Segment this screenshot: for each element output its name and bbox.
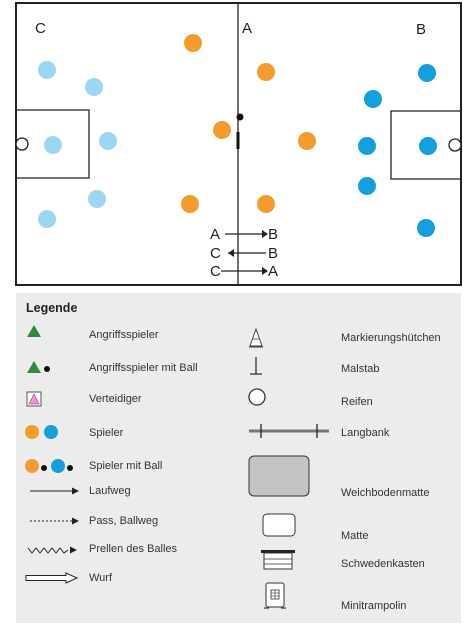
legend-title: Legende <box>26 301 78 315</box>
player-team-c <box>38 61 56 79</box>
legend-label-langbank: Langbank <box>341 427 390 439</box>
legend-label-markierungshuetchen: Markierungshütchen <box>341 332 441 344</box>
player-team-a <box>213 121 231 139</box>
legend-label-angriffsspieler: Angriffsspieler <box>89 329 159 341</box>
legend-label-laufweg: Laufweg <box>89 485 131 497</box>
rotation-3-from: C <box>210 263 221 280</box>
player-team-c <box>85 78 103 96</box>
player-team-a <box>257 195 275 213</box>
player-team-b <box>358 137 376 155</box>
rotation-2-from: C <box>210 245 221 262</box>
legend-label-spieler-mit-ball: Spieler mit Ball <box>89 460 163 472</box>
player-team-a <box>184 34 202 52</box>
player-team-b <box>358 177 376 195</box>
rotation-3-to: A <box>268 263 279 280</box>
players-team-a <box>181 34 316 213</box>
right-goal-circle <box>448 138 462 152</box>
player-team-a <box>181 195 199 213</box>
triangle-with-ball-icon <box>27 361 50 373</box>
hoop-icon <box>248 388 266 406</box>
right-goal-area <box>390 110 461 180</box>
legend-label-malstab: Malstab <box>341 363 380 375</box>
player-team-b <box>417 219 435 237</box>
run-arrow-icon <box>30 487 79 495</box>
player-team-a <box>298 132 316 150</box>
bench-icon <box>249 424 329 438</box>
legend-label-angriffsspieler-mit-ball: Angriffsspieler mit Ball <box>89 362 198 374</box>
players-team-b <box>358 64 437 237</box>
player-with-ball-icon <box>25 459 73 473</box>
legend-panel: Legende Angriffsspieler Angriffsspieler … <box>16 293 461 623</box>
legend-label-weichbodenmatte: Weichbodenmatte <box>341 487 430 499</box>
player-team-c <box>88 190 106 208</box>
soft-mat-icon <box>248 455 310 497</box>
rotation-1-to: B <box>268 226 279 243</box>
left-goal-area <box>16 109 90 179</box>
pass-arrow-icon <box>30 517 79 525</box>
player-team-a <box>257 63 275 81</box>
left-goal-circle <box>15 137 29 151</box>
legend-label-schwedenkasten: Schwedenkasten <box>341 558 425 570</box>
mini-trampoline-icon <box>264 582 286 609</box>
player-team-c <box>99 132 117 150</box>
legend-label-prellen: Prellen des Balles <box>89 543 178 555</box>
player-team-b <box>418 64 436 82</box>
legend-label-minitrampolin: Minitrampolin <box>341 600 407 612</box>
zone-label-b: B <box>416 21 427 38</box>
rotation-arrow-1 <box>225 230 268 238</box>
rotation-2-to: B <box>268 245 279 262</box>
vaulting-box-icon <box>261 550 295 570</box>
legend-label-spieler: Spieler <box>89 427 124 439</box>
player-team-c <box>44 136 62 154</box>
rotation-arrow-2 <box>228 249 266 257</box>
legend-label-pass-ballweg: Pass, Ballweg <box>89 515 159 527</box>
defender-icon <box>26 391 42 407</box>
legend-label-reifen: Reifen <box>341 396 373 408</box>
center-ball <box>236 113 244 121</box>
players-team-c <box>38 61 117 228</box>
player-team-c <box>38 210 56 228</box>
legend-label-verteidiger: Verteidiger <box>89 393 142 405</box>
throw-arrow-icon <box>25 572 79 584</box>
player-team-b <box>419 137 437 155</box>
player-team-b <box>364 90 382 108</box>
pole-icon <box>250 357 262 375</box>
player-dots-icon <box>25 425 58 439</box>
dribble-arrow-icon <box>27 546 77 554</box>
mat-icon <box>262 513 296 537</box>
zone-label-c: C <box>35 20 46 37</box>
rotation-1-from: A <box>210 226 221 243</box>
legend-label-wurf: Wurf <box>89 572 113 584</box>
field-diagram <box>15 2 462 286</box>
triangle-green-icon <box>27 325 41 337</box>
zone-label-a: A <box>242 20 253 37</box>
rotation-arrow-3 <box>221 267 268 275</box>
cone-icon <box>249 328 263 348</box>
legend-label-matte: Matte <box>341 530 369 542</box>
